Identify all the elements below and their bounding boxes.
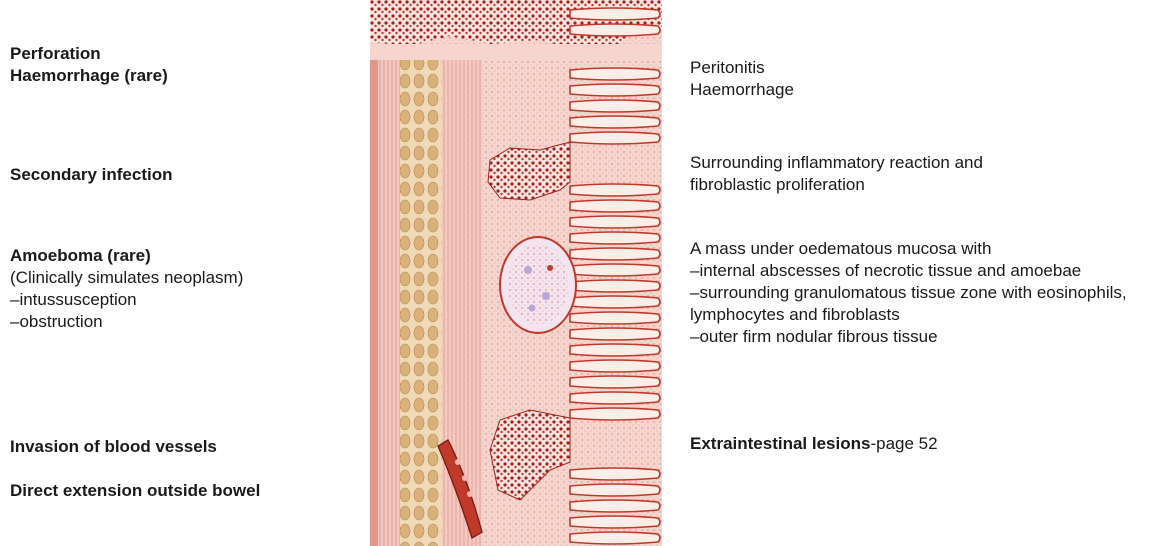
mass-line: –internal abscesses of necrotic tissue a… (690, 260, 1127, 282)
surrounding-line: Surrounding inflammatory reaction and (690, 152, 983, 174)
amoeboma-line: –obstruction (10, 311, 243, 333)
label-amoeboma: Amoeboma (rare) (10, 245, 243, 267)
inner-muscle-layer (400, 60, 442, 546)
mass-line: –surrounding granulomatous tissue zone w… (690, 282, 1127, 304)
label-perforation: Perforation (10, 43, 101, 65)
mass-line: –outer firm nodular fibrous tissue (690, 326, 1127, 348)
label-extraintestinal-bold: Extraintestinal lesions (690, 434, 870, 453)
label-direct-extension: Direct extension outside bowel (10, 480, 260, 502)
label-extraintestinal-page: -page 52 (870, 434, 937, 453)
amoeboma-line: (Clinically simulates neoplasm) (10, 267, 243, 289)
mass-line: lymphocytes and fibroblasts (690, 304, 1127, 326)
label-extraintestinal: Extraintestinal lesions-page 52 (690, 433, 938, 455)
mass-line: A mass under oedematous mucosa with (690, 238, 1127, 260)
label-secondary-infection: Secondary infection (10, 164, 172, 186)
label-invasion-blood-vessels: Invasion of blood vessels (10, 436, 217, 458)
label-haemorrhage: Haemorrhage (690, 79, 794, 101)
outer-muscle-layer (378, 60, 400, 546)
amoeboma-line: –intussusception (10, 289, 243, 311)
surrounding-line: fibroblastic proliferation (690, 174, 983, 196)
bowel-wall-illustration (370, 0, 662, 546)
serosa-layer (370, 60, 378, 546)
mass-block: A mass under oedematous mucosa with –int… (690, 238, 1127, 348)
label-peritonitis: Peritonitis (690, 57, 794, 79)
label-haemorrhage-rare: Haemorrhage (rare) (10, 65, 168, 87)
amoeboma-block: Amoeboma (rare) (Clinically simulates ne… (10, 245, 243, 333)
peritonitis-block: Peritonitis Haemorrhage (690, 57, 794, 101)
surrounding-block: Surrounding inflammatory reaction and fi… (690, 152, 983, 196)
